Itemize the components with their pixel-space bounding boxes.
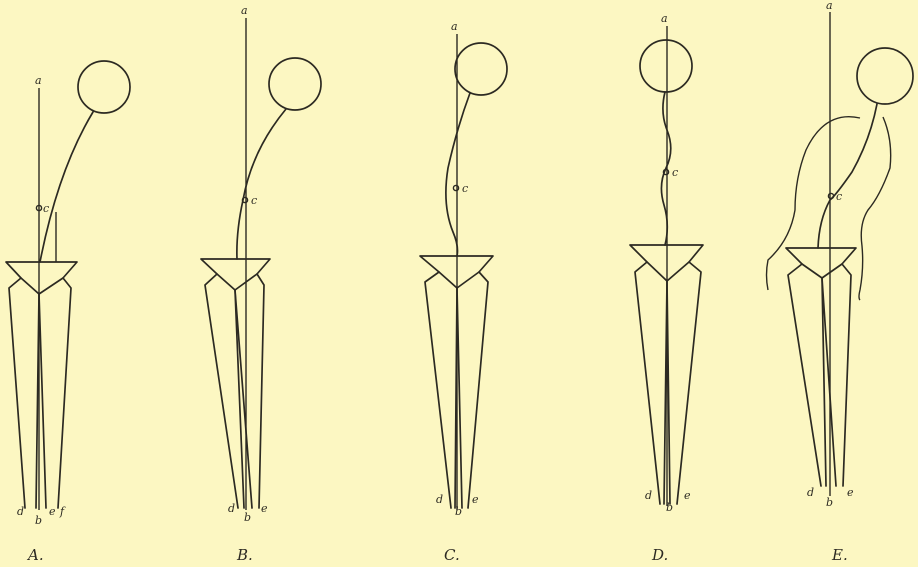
right-leg-outer xyxy=(257,274,264,508)
left-leg-outer xyxy=(9,278,25,508)
label-d: d xyxy=(807,486,814,499)
figure-a: a c d b e f A. xyxy=(6,61,130,564)
head-circle xyxy=(857,48,913,104)
label-e: e xyxy=(49,505,56,518)
label-e: e xyxy=(261,502,268,515)
caption-d: D. xyxy=(651,546,668,564)
caption-c: C. xyxy=(444,546,460,564)
spine-line xyxy=(40,112,93,262)
label-a: a xyxy=(241,4,248,17)
label-d: d xyxy=(228,502,235,515)
label-c: c xyxy=(251,194,257,207)
figure-e: a c d b e E. xyxy=(767,0,914,564)
head-circle xyxy=(455,43,507,95)
label-a: a xyxy=(826,0,833,12)
left-leg-outer xyxy=(425,272,451,508)
label-a: a xyxy=(661,12,668,25)
pelvis-triangle xyxy=(786,248,856,278)
figure-c: a c d b e C. xyxy=(420,20,507,564)
label-b: b xyxy=(244,511,251,524)
spine-line xyxy=(446,93,470,256)
label-e: e xyxy=(847,486,854,499)
label-b: b xyxy=(35,514,42,527)
label-a: a xyxy=(35,74,42,87)
label-d: d xyxy=(17,505,24,518)
label-a: a xyxy=(451,20,458,33)
right-leg-outer xyxy=(468,272,488,508)
head-circle xyxy=(78,61,130,113)
figure-d: a c d b e D. xyxy=(630,12,703,564)
label-c: c xyxy=(43,202,49,215)
label-b: b xyxy=(666,501,673,514)
caption-a: A. xyxy=(26,546,44,564)
label-e: e xyxy=(472,493,479,506)
center-of-gravity-point xyxy=(828,193,833,198)
label-d: d xyxy=(645,489,652,502)
label-b: b xyxy=(455,505,462,518)
head-circle xyxy=(640,40,692,92)
left-leg-outer xyxy=(788,264,821,486)
caption-b: B. xyxy=(236,546,253,564)
right-leg-outer xyxy=(842,264,851,486)
spine-line xyxy=(237,109,286,259)
right-leg-outer xyxy=(677,262,701,504)
label-f: f xyxy=(59,505,66,518)
arm-outline-right xyxy=(859,117,891,300)
pelvis-triangle xyxy=(201,259,270,290)
right-leg-inner xyxy=(457,288,462,508)
caption-e: E. xyxy=(831,546,848,564)
spine-line xyxy=(661,92,670,245)
center-of-gravity-point xyxy=(453,185,458,190)
label-c: c xyxy=(462,182,468,195)
arm-outline-left xyxy=(767,117,861,290)
label-c: c xyxy=(672,166,678,179)
figure-b: a c d b e B. xyxy=(201,4,321,564)
left-leg-outer xyxy=(205,274,238,508)
label-e: e xyxy=(684,489,691,502)
left-leg-outer xyxy=(635,262,660,504)
label-b: b xyxy=(826,496,833,509)
head-circle xyxy=(269,58,321,110)
right-leg-inner xyxy=(39,294,46,508)
right-leg-outer xyxy=(58,278,71,508)
label-d: d xyxy=(436,493,443,506)
label-c: c xyxy=(836,190,842,203)
spine-line xyxy=(818,104,877,248)
pelvis-triangle xyxy=(6,262,77,294)
